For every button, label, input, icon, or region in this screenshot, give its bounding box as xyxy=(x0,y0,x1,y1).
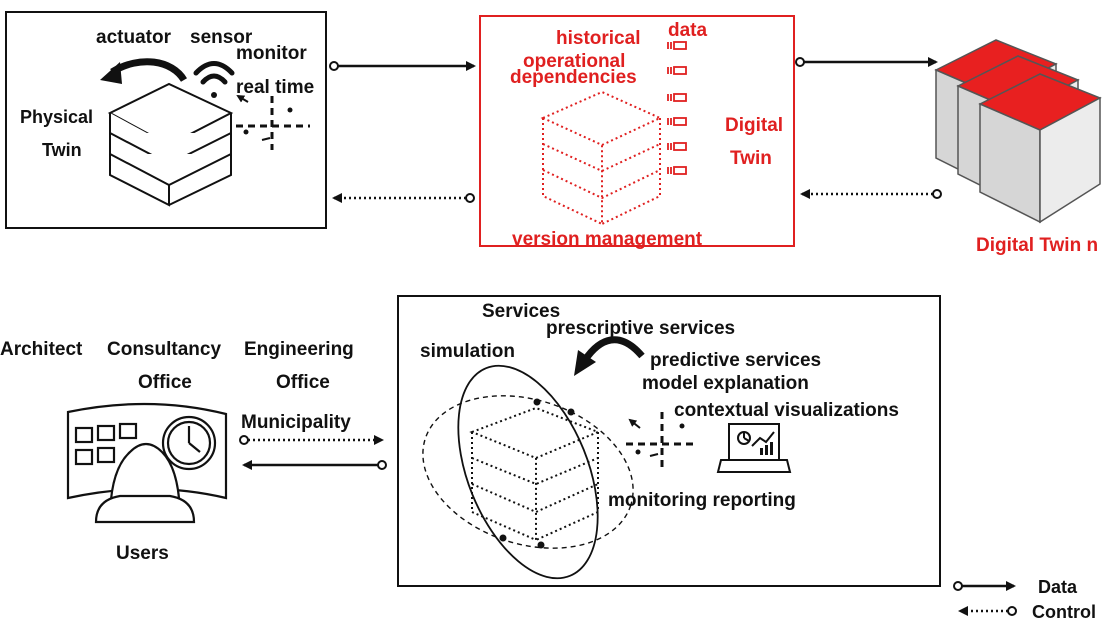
data-label: data xyxy=(668,20,708,41)
legend-data-label: Data xyxy=(1038,577,1078,597)
services-orbit-solid xyxy=(457,364,599,580)
physical-twin-label-line1: Physical xyxy=(20,107,94,127)
legend-control-key xyxy=(958,606,1017,616)
architect-label: Architect xyxy=(0,339,83,360)
data-records-icons xyxy=(667,41,687,175)
laptop-analytics-icon xyxy=(716,423,792,473)
users-label: Users xyxy=(116,543,169,564)
digital-twin-box xyxy=(479,15,795,247)
services-crosshair-icon xyxy=(626,412,698,470)
monitor-label: monitor xyxy=(236,43,307,64)
simulation-label: simulation xyxy=(420,341,516,362)
sensor-label: sensor xyxy=(190,27,253,48)
services-arrowhead xyxy=(574,350,596,376)
consultancy-label-line2: Office xyxy=(138,372,192,393)
legend-data-key xyxy=(953,581,1016,591)
municipality-label: Municipality xyxy=(241,412,351,433)
consultancy-label-line1: Consultancy xyxy=(107,339,222,360)
version-management-label: version management xyxy=(512,229,703,250)
control-arrow-twin-n-to-digital xyxy=(800,189,942,199)
operational-label: operational xyxy=(523,51,626,72)
crosshair-icon xyxy=(236,94,310,150)
actuator-label: actuator xyxy=(96,27,171,48)
digital-twin-label-line1: Digital xyxy=(725,115,784,136)
control-arrow-digital-to-physical xyxy=(332,193,475,203)
wifi-sensor-icon xyxy=(193,61,235,98)
prescriptive-services-label: prescriptive services xyxy=(546,318,736,339)
orbit-nodes xyxy=(499,398,575,549)
physical-twin-cube-icon xyxy=(107,82,234,207)
digital-twin-n-cubes-icon xyxy=(934,39,1102,224)
services-orbit-dashed xyxy=(422,395,634,549)
user-workstation-icon xyxy=(66,402,228,524)
model-explanation-label: model explanation xyxy=(642,373,809,394)
physical-twin-label-line2: Twin xyxy=(42,140,82,160)
data-arrow-services-to-users xyxy=(242,460,387,470)
historical-label: historical xyxy=(556,28,641,49)
monitoring-reporting-label: monitoring reporting xyxy=(608,490,796,511)
predictive-services-label: predictive services xyxy=(650,350,822,371)
digital-twin-n-label: Digital Twin n xyxy=(976,235,1099,256)
services-curved-arrow-icon xyxy=(582,336,645,363)
real-time-label: real time xyxy=(236,77,315,98)
engineering-label-line2: Office xyxy=(276,372,330,393)
engineering-label-line1: Engineering xyxy=(244,339,354,360)
digital-twin-dotted-cube xyxy=(540,90,663,226)
legend-control-label: Control xyxy=(1032,602,1096,622)
actuator-arrowhead xyxy=(100,62,122,84)
digital-twin-label-line2: Twin xyxy=(730,148,772,169)
control-arrow-users-to-services xyxy=(239,435,384,445)
data-arrow-digital-to-twin-n xyxy=(795,57,938,67)
dependencies-label: dependencies xyxy=(510,67,637,88)
services-box xyxy=(397,295,941,587)
data-arrow-physical-to-digital xyxy=(329,61,476,71)
services-title: Services xyxy=(482,301,561,322)
contextual-visualizations-label: contextual visualizations xyxy=(674,400,899,421)
